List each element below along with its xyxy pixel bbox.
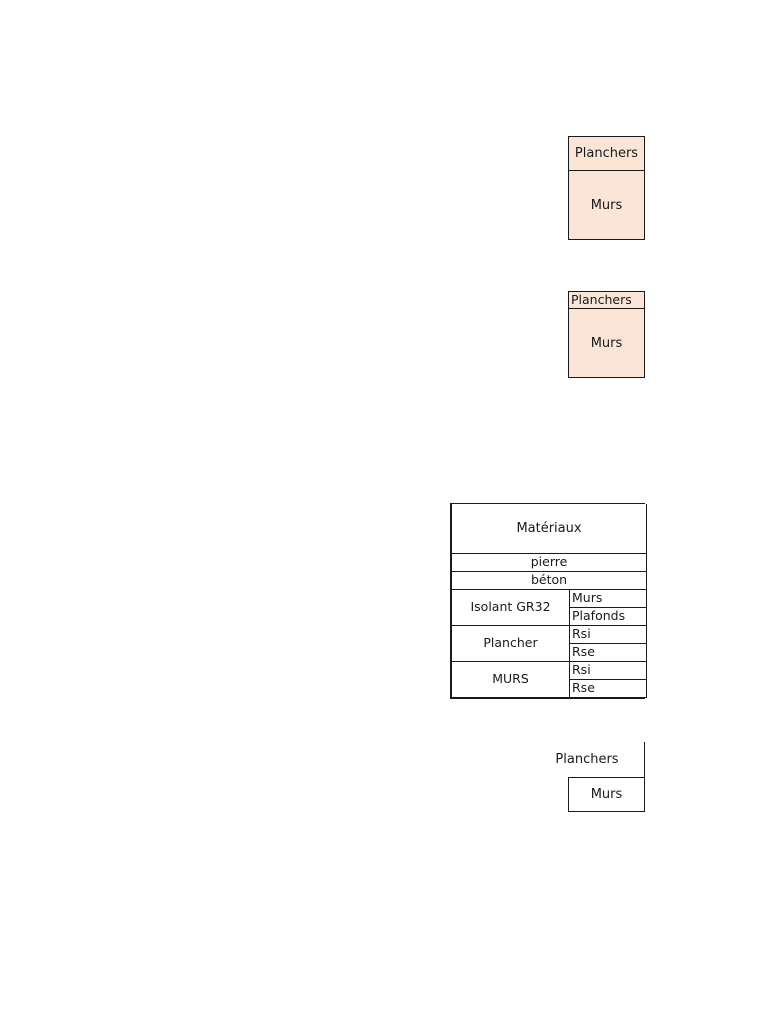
- group-4-murs-cell: Murs: [568, 777, 645, 812]
- murs-sub-rse: Rse: [568, 679, 648, 698]
- table-row: béton: [450, 571, 648, 590]
- table-row: MURS Rsi: [451, 661, 648, 698]
- group-1-planchers-cell: Planchers: [569, 137, 644, 171]
- murs-sub-rsi: Rsi: [568, 661, 648, 680]
- isolant-sub-plafonds: Plafonds: [568, 607, 648, 626]
- table-row: pierre: [450, 553, 648, 572]
- material-row-murs: MURS: [451, 661, 570, 698]
- material-row-isolant-gr32: Isolant GR32: [451, 589, 570, 626]
- plancher-sub-rse: Rse: [568, 643, 648, 662]
- materials-table: Matériaux pierre béton Isolant GR32 Murs…: [450, 503, 648, 699]
- material-row-pierre: pierre: [450, 553, 648, 572]
- table-row: Rse: [452, 643, 648, 662]
- group-1-murs-cell: Murs: [590, 197, 623, 213]
- plancher-sub-rsi: Rsi: [568, 625, 648, 644]
- materials-table-body: Matériaux pierre béton Isolant GR32 Murs…: [450, 504, 648, 698]
- material-row-beton: béton: [450, 571, 648, 590]
- group-2-planchers-cell: Planchers: [569, 292, 644, 309]
- materials-table-header-cell: Matériaux: [450, 504, 648, 554]
- planchers-murs-group-1: Planchers Murs: [568, 136, 645, 240]
- table-row-header: Matériaux: [450, 504, 648, 554]
- isolant-sub-murs: Murs: [568, 589, 648, 608]
- group-4-planchers-cell: Planchers: [530, 742, 645, 777]
- planchers-murs-group-4: Planchers Murs: [555, 742, 645, 812]
- table-row: Rse: [452, 679, 648, 698]
- group-2-murs-cell: Murs: [590, 335, 623, 351]
- table-row: Isolant GR32 Murs: [451, 589, 648, 626]
- table-row: Plafonds: [452, 607, 648, 626]
- materials-table-grid: Matériaux pierre béton Isolant GR32 Murs…: [450, 504, 648, 698]
- material-row-plancher: Plancher: [451, 625, 570, 662]
- table-row: Plancher Rsi: [451, 625, 648, 662]
- planchers-murs-group-2: Planchers Murs: [568, 291, 645, 378]
